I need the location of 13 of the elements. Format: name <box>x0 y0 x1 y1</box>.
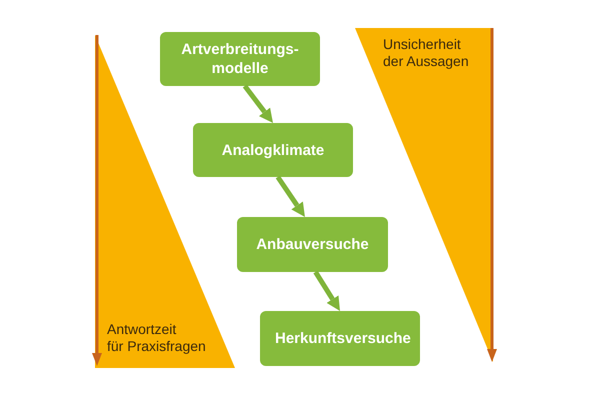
process-box <box>237 217 388 272</box>
process-box <box>193 123 353 177</box>
process-box <box>260 311 420 366</box>
box-label: Artverbreitungs-modelle <box>180 40 300 78</box>
process-box <box>160 32 320 86</box>
triangle-label: Unsicherheit der Aussagen <box>383 36 470 70</box>
box-label: Herkunftsversuche <box>274 329 412 348</box>
triangle-label: Antwortzeit für Praxisfragen <box>107 321 207 355</box>
arrow <box>313 270 340 311</box>
arrow <box>242 84 273 123</box>
box-label: Analogklimate <box>220 140 326 160</box>
box-label: Anbauversuche <box>255 235 370 254</box>
arrow <box>276 176 305 217</box>
